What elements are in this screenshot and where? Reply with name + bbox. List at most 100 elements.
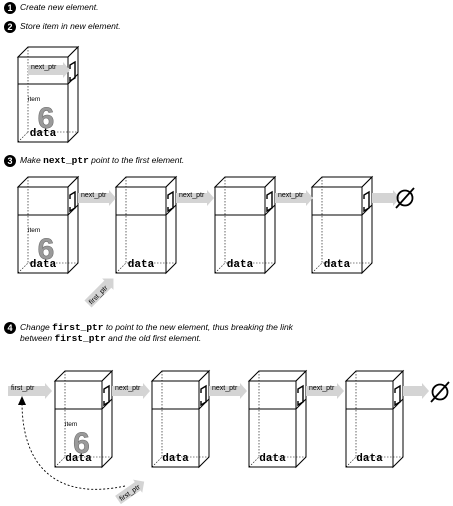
step-4-pre: Change xyxy=(20,322,53,332)
pointer-slot xyxy=(103,384,110,407)
step-4: 4 Change first_ptr to point to the new e… xyxy=(4,322,293,344)
next-ptr-arrow-step4-0: next_ptr xyxy=(112,383,150,399)
next-ptr-arrow-step3-last xyxy=(372,190,400,206)
data-label: data xyxy=(227,259,254,271)
box-side-face xyxy=(392,369,404,469)
list-element-step3-3: data xyxy=(310,175,374,275)
box-hidden-edge xyxy=(27,47,78,133)
pointer-slot xyxy=(363,190,370,213)
step-4-post: to point to the new element, thus breaki… xyxy=(103,322,293,332)
item-label: item xyxy=(28,96,40,103)
next-ptr-arrow-step4-last xyxy=(403,383,429,399)
arrow-label: next_ptr xyxy=(309,385,335,392)
box-hidden-edge xyxy=(248,456,260,468)
list-element-step4-2: data xyxy=(247,369,308,469)
box-front-face xyxy=(345,380,394,468)
data-label: data xyxy=(30,259,57,271)
step-2: 2 Store item in new element. xyxy=(4,21,121,33)
next-ptr-arrow-step3-1: next_ptr xyxy=(176,190,214,206)
arrow-shape xyxy=(84,278,114,308)
box-front-face xyxy=(54,380,103,468)
step-3-pre: Make xyxy=(20,155,44,165)
box-hidden-edge xyxy=(355,371,403,458)
box-front-face xyxy=(115,186,167,274)
null-circle xyxy=(431,383,449,401)
step-2-text: Store item in new element. xyxy=(20,21,121,31)
pointer-slot xyxy=(69,60,76,83)
item-digit-six: 6 xyxy=(73,427,90,460)
list-element-step3-1: data xyxy=(114,175,178,275)
step-1-number: 1 xyxy=(4,2,16,14)
next-ptr-arrow-step4-2: next_ptr xyxy=(306,383,344,399)
step-4-line2-pre: between xyxy=(20,333,55,343)
pointer-slot xyxy=(69,190,76,213)
box-side-face xyxy=(67,175,79,275)
arrow-shape xyxy=(8,383,52,399)
pointer-slot xyxy=(394,384,401,407)
null-symbol-step3 xyxy=(395,187,415,209)
step-4-code: first_ptr xyxy=(52,322,104,333)
old-first-ptr-arrow-step4: first_ptr xyxy=(115,479,145,505)
step-3-post: point to the first element. xyxy=(88,155,185,165)
box-side-face xyxy=(67,45,79,144)
null-circle xyxy=(396,189,414,207)
arrow-label: next_ptr xyxy=(212,385,238,392)
box-front-face xyxy=(17,186,69,274)
arrow-label: next_ptr xyxy=(31,64,57,71)
box-hidden-edge xyxy=(311,262,323,274)
arrow-shape xyxy=(28,62,70,78)
data-label: data xyxy=(65,453,92,465)
data-label: data xyxy=(259,453,286,465)
item-digit-six: 6 xyxy=(38,233,55,266)
arrow-shape xyxy=(275,190,313,206)
box-hidden-edge xyxy=(17,262,29,274)
arrow-shape xyxy=(115,479,145,505)
box-side-face xyxy=(295,369,307,469)
null-slash xyxy=(395,187,415,209)
null-slash xyxy=(430,381,450,403)
step-4-line2-code: first_ptr xyxy=(54,333,106,344)
arrow-shape xyxy=(306,383,344,399)
step-3-text: Make next_ptr point to the first element… xyxy=(20,155,184,166)
next-ptr-arrow-step3-0: next_ptr xyxy=(78,190,116,206)
arrow-shape xyxy=(209,383,247,399)
pointer-slot xyxy=(200,384,207,407)
data-label: data xyxy=(162,453,189,465)
list-element-step4-3: data xyxy=(344,369,405,469)
box-hidden-edge xyxy=(214,262,226,274)
list-element-step4-1: data xyxy=(150,369,211,469)
arrow-shape xyxy=(176,190,214,206)
arrow-label: first_ptr xyxy=(11,385,35,392)
arrow-shape xyxy=(403,383,429,399)
box-hidden-edge xyxy=(151,456,163,468)
data-label: data xyxy=(128,259,155,271)
box-side-face xyxy=(198,369,210,469)
pointer-slot xyxy=(297,384,304,407)
item-digit-six: 6 xyxy=(38,102,55,135)
arrow-label: next_ptr xyxy=(179,192,205,199)
box-side-face xyxy=(101,369,113,469)
step-4-text: Change first_ptr to point to the new ele… xyxy=(16,322,293,344)
step-3-number: 3 xyxy=(4,155,16,167)
item-label: item xyxy=(28,227,40,234)
step-3: 3 Make next_ptr point to the first eleme… xyxy=(4,155,184,167)
arrow-label: next_ptr xyxy=(278,192,304,199)
step-3-code: next_ptr xyxy=(43,155,89,166)
next-ptr-arrow-step2: next_ptr xyxy=(28,62,70,78)
data-label: data xyxy=(324,259,351,271)
next-ptr-arrow-step4-1: next_ptr xyxy=(209,383,247,399)
box-front-face xyxy=(151,380,200,468)
arrow-label: next_ptr xyxy=(115,385,141,392)
box-hidden-edge xyxy=(345,456,357,468)
box-hidden-edge xyxy=(54,456,66,468)
box-side-face xyxy=(264,175,276,275)
box-hidden-edge xyxy=(115,262,127,274)
first-ptr-arrow-step4: first_ptr xyxy=(8,383,52,399)
box-side-face xyxy=(361,175,373,275)
box-front-face xyxy=(248,380,297,468)
arrow-label: next_ptr xyxy=(81,192,107,199)
box-side-face xyxy=(165,175,177,275)
